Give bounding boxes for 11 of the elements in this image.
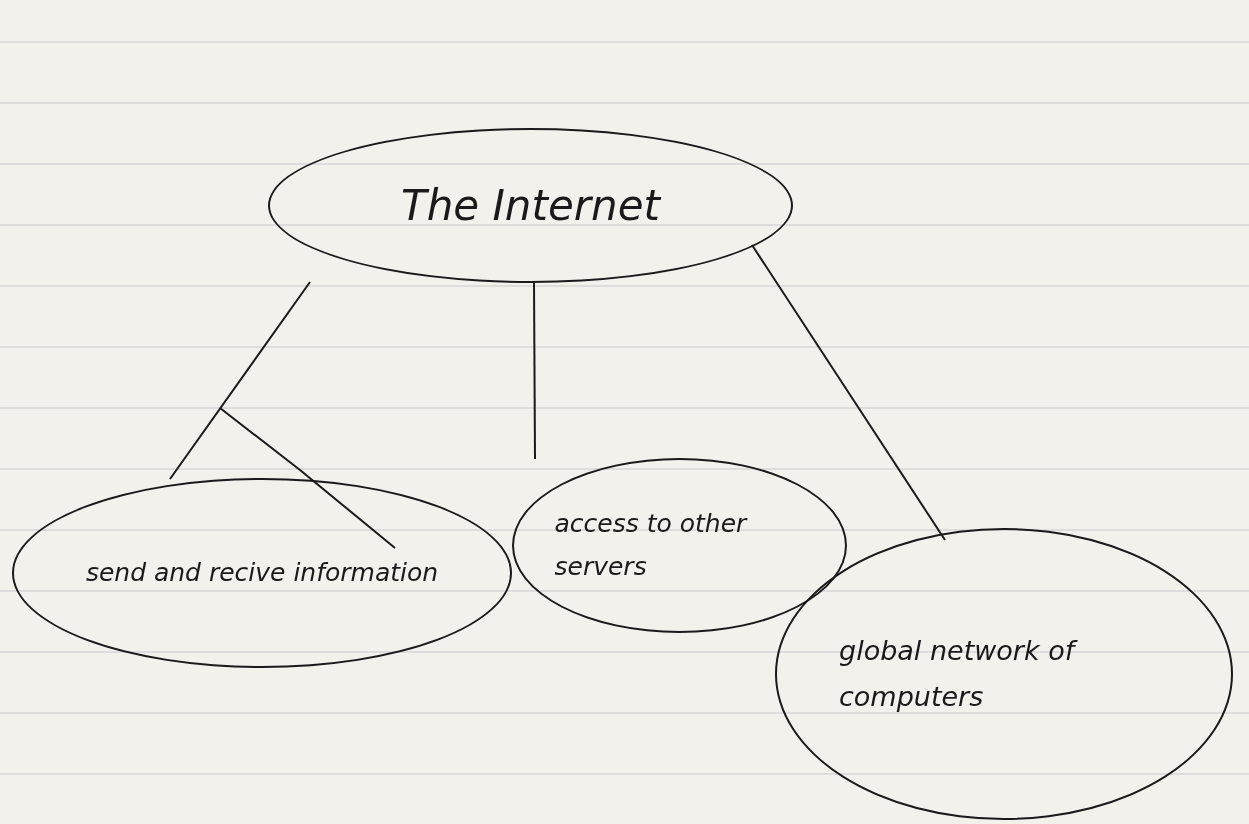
connector-line: [169, 281, 396, 549]
concept-bubble: [12, 478, 512, 668]
connector-line: [533, 282, 536, 460]
concept-text: send and recive information: [85, 556, 439, 589]
concept-bubble: [775, 528, 1233, 820]
concept-text: global network of computers: [839, 628, 1169, 720]
concept-text: The Internet: [401, 179, 660, 232]
concept-text: access to other servers: [554, 508, 749, 583]
connector-line: [751, 244, 946, 541]
concept-bubble: [512, 458, 847, 633]
concept-bubble: [268, 128, 793, 283]
